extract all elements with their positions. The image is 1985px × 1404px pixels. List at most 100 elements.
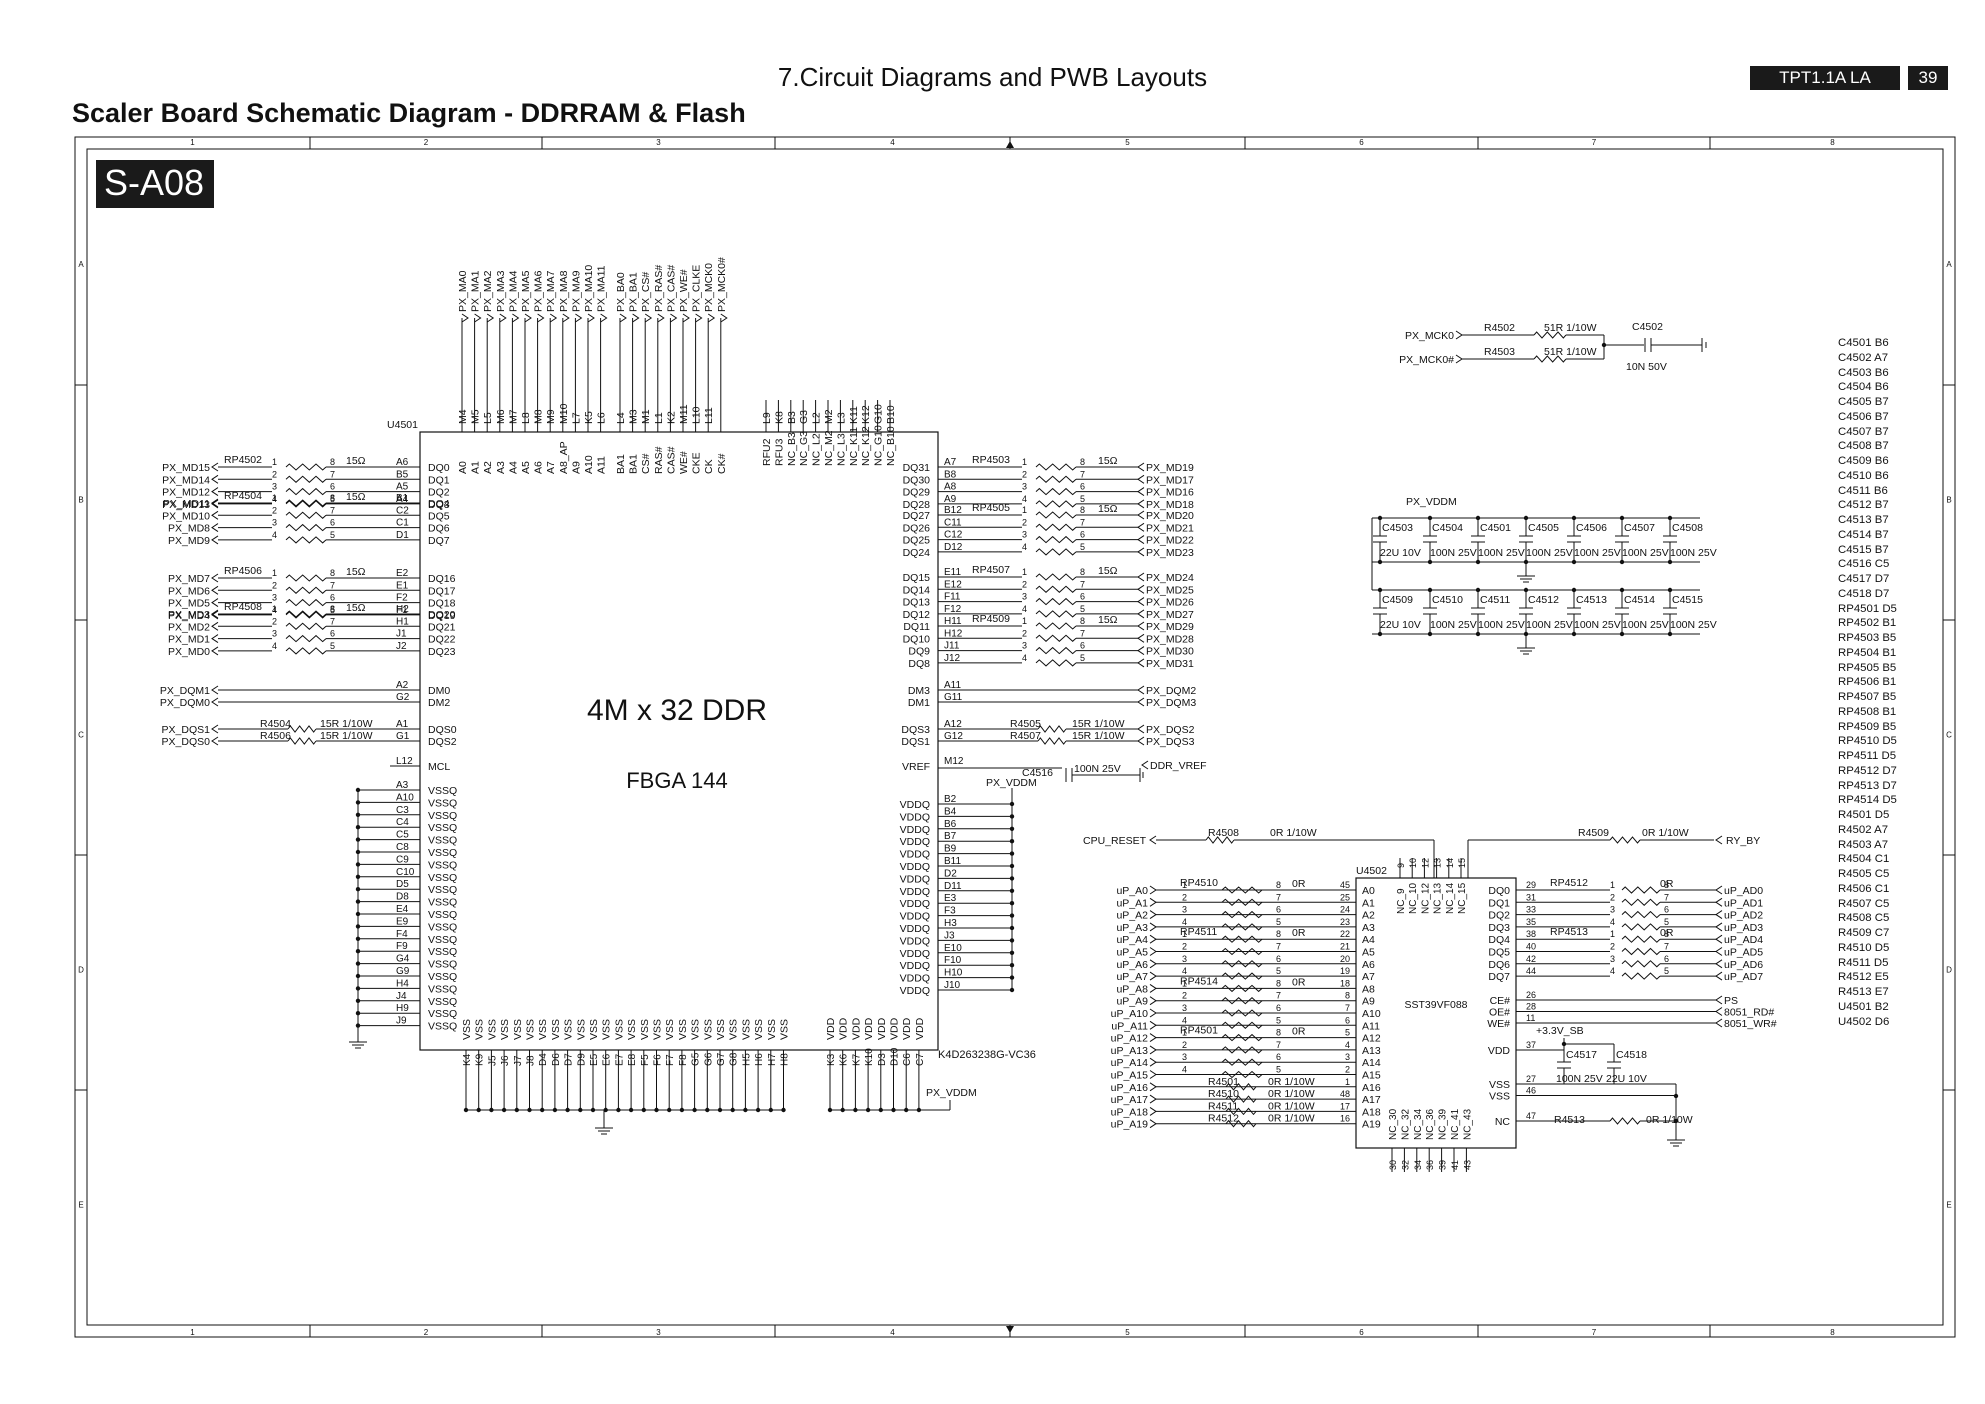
resistor-value: 0R 1/10W: [1268, 1076, 1315, 1088]
pin-label: A5: [520, 461, 532, 474]
resistor-array-symbol: [1035, 500, 1077, 508]
resistor-array-symbol: [1035, 597, 1077, 606]
pin-label: NC_32: [1400, 1108, 1411, 1140]
resistor-value: 15Ω: [1098, 455, 1118, 467]
resistor-array-symbol: [1221, 972, 1263, 980]
net-label: PX_MCK0#: [1399, 354, 1454, 366]
pin-number: 5: [1664, 966, 1669, 976]
reference-list-item: RP4514 D5: [1838, 794, 1897, 807]
capacitor-value: 100N 25V: [1556, 1073, 1603, 1085]
pin-label: VSS: [1489, 1079, 1510, 1091]
pin-label: DQ5: [428, 510, 450, 522]
pin-label: VSS: [690, 1019, 702, 1040]
net-flag-symbol: [1149, 1057, 1157, 1067]
resistor-array-symbol: [1221, 923, 1263, 931]
resistor-designator: R4512: [1208, 1113, 1239, 1125]
pin-label: DQ21: [428, 621, 456, 633]
pin-number: 6: [330, 593, 335, 603]
reference-list-item: R4509 C7: [1838, 927, 1890, 939]
net-flag-symbol: [524, 313, 532, 323]
pin-label: VSS: [740, 1019, 752, 1040]
net-flag-symbol: [211, 646, 219, 656]
pin-label: DM2: [428, 697, 450, 709]
pin-number: 3: [1182, 1052, 1187, 1062]
ball-label: G7: [716, 1052, 727, 1066]
resistor-symbol: [1205, 836, 1235, 844]
pin-label: A10: [1362, 1008, 1381, 1020]
pin-label: CK: [703, 459, 715, 474]
pin-number: 34: [1413, 1160, 1423, 1170]
reference-list-item: C4506 B7: [1838, 410, 1889, 423]
pin-label: VDD: [838, 1017, 850, 1040]
resistor-array-symbol: [1035, 634, 1077, 642]
reference-list-item: R4504 C1: [1838, 853, 1890, 866]
pin-number: 5: [1080, 494, 1085, 504]
pin-label: DQ31: [903, 462, 931, 474]
pin-number: 5: [330, 605, 335, 615]
pin-number: 6: [330, 629, 335, 639]
resistor-array-symbol: [285, 622, 327, 630]
pin-number: 6: [330, 482, 335, 492]
grid-column-label: 4: [890, 138, 895, 147]
junction-dot: [1427, 515, 1433, 521]
net-flag-symbol: [632, 313, 640, 323]
pin-label: CS#: [640, 453, 652, 474]
resistor-array-symbol: [1621, 910, 1661, 919]
pin-label: NC_K12: [860, 426, 872, 466]
net-flag-symbol: [211, 487, 219, 497]
net-label: PX_MD10: [162, 510, 210, 522]
pin-number: 3: [272, 593, 277, 603]
ball-label: G6: [703, 1052, 714, 1066]
pin-label: VSSQ: [428, 822, 457, 834]
net-flag-symbol: [657, 313, 665, 323]
resistor-value: 0R: [1660, 878, 1674, 890]
pin-number: 6: [1276, 1052, 1281, 1062]
net-label: PX_MA5: [520, 270, 532, 312]
pin-number: 36: [1425, 1160, 1435, 1170]
pin-number: 6: [1276, 954, 1281, 964]
grid-row-label: A: [1946, 260, 1952, 269]
ball-label: C6: [902, 1053, 913, 1066]
capacitor-designator: C4503: [1382, 522, 1413, 534]
capacitor-value: 100N 25V: [1430, 619, 1477, 631]
resistor-array-symbol: [1221, 1046, 1263, 1054]
pin-label: OE#: [1489, 1007, 1510, 1019]
pin-number: 1: [1022, 505, 1027, 515]
ball-label: G9: [396, 966, 410, 977]
ball-label: L8: [520, 412, 532, 424]
pin-number: 2: [272, 616, 277, 626]
net-label: uP_A15: [1111, 1070, 1149, 1082]
pin-number: 8: [1080, 616, 1085, 626]
ball-label: F8: [678, 1054, 689, 1066]
pin-label: DQ22: [428, 634, 456, 646]
ball-label: G1: [396, 731, 410, 742]
pin-label: VDDQ: [900, 985, 930, 997]
reference-list-item: R4503 A7: [1838, 838, 1889, 851]
net-flag-symbol: [486, 313, 495, 323]
net-flag-symbol: [1137, 597, 1145, 607]
resistor-designator: RP4501: [1180, 1025, 1218, 1037]
net-flag-symbol: [211, 498, 219, 508]
junction-dot: [1475, 631, 1481, 637]
grid-column-label: 2: [424, 138, 429, 147]
pin-number: 7: [1276, 1040, 1281, 1050]
junction-dot: [1571, 515, 1577, 521]
ball-label: E6: [602, 1053, 613, 1066]
pin-label: DQ7: [428, 535, 450, 547]
pin-number: 1: [1610, 929, 1615, 939]
pin-label: VSS: [461, 1019, 473, 1040]
ball-label: M5: [470, 409, 482, 424]
ball-label: A1: [396, 719, 409, 730]
pin-label: A19: [1362, 1119, 1381, 1131]
net-label: PX_MD8: [168, 523, 210, 535]
page-title: 7.Circuit Diagrams and PWB Layouts: [777, 62, 1208, 92]
pin-label: DQ11: [903, 621, 930, 633]
grid-row-label: A: [78, 260, 84, 269]
resistor-designator: R4510: [1208, 1088, 1239, 1100]
pin-label: VDDQ: [900, 923, 930, 935]
net-label: PX_BA1: [628, 272, 640, 312]
pin-label: VSS: [499, 1019, 511, 1040]
junction-dot: [1475, 587, 1481, 593]
ball-label: G12: [944, 731, 963, 742]
net-flag-symbol: [1715, 1018, 1723, 1028]
